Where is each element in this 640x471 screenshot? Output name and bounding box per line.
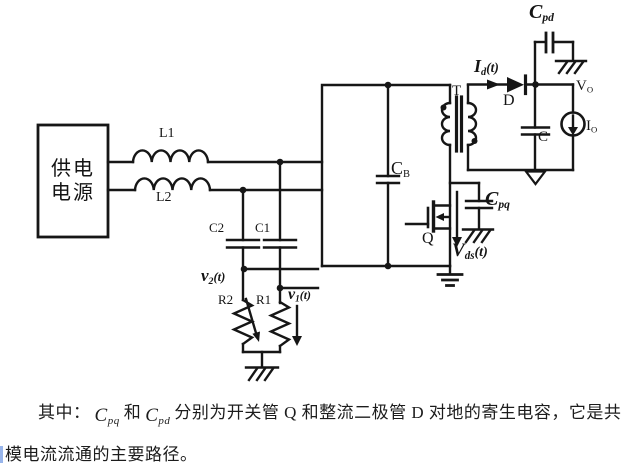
mosfet-q (404, 200, 452, 233)
label-c2: C2 (209, 220, 225, 235)
resistor-r1 (268, 300, 292, 354)
supply-box (36, 123, 110, 239)
diode-d (466, 74, 575, 96)
label-l2: L2 (156, 190, 172, 205)
capacitor-c-out (520, 83, 551, 172)
vds-arrow (452, 190, 462, 247)
label-q: Q (422, 230, 434, 247)
capacitor-cb (375, 83, 401, 268)
label-v1: ν1(t) (288, 286, 311, 305)
v2-arrow (244, 297, 260, 342)
capacitor-c2 (225, 188, 261, 302)
ground-cpd (554, 59, 588, 75)
ground-cpq (461, 228, 495, 244)
label-t: T (452, 83, 462, 99)
junction-dots (239, 81, 539, 292)
label-vds: Vds(t) (452, 240, 488, 263)
label-c-out: C (538, 129, 549, 145)
capacitor-c1 (262, 160, 298, 305)
ground-main (436, 264, 464, 287)
label-cpq: Cpq (485, 188, 510, 212)
dot-secondary-phase (471, 138, 478, 144)
scan-artifact (0, 446, 3, 463)
inductor-l1 (106, 149, 324, 164)
label-c1: C1 (255, 220, 271, 235)
label-r2: R2 (218, 292, 234, 307)
label-cpd: Cpd (529, 1, 554, 25)
supply-line2: 电源 (51, 182, 95, 204)
supply-line1: 供电 (51, 158, 95, 180)
dot-primary-phase (440, 104, 447, 111)
ground-output-triangle (523, 170, 548, 186)
label-v2: ν2(t) (201, 266, 226, 287)
label-cb: CB (391, 158, 410, 180)
capacitor-cpd (533, 31, 575, 86)
label-l1: L1 (159, 126, 175, 141)
caption-cpd: Cpd (145, 405, 171, 428)
label-io: IO (586, 118, 598, 135)
label-vo: VO (576, 78, 594, 95)
ground-divider (241, 350, 282, 382)
caption-line2: 模电流流通的主要路径。 (5, 445, 198, 464)
label-d: D (503, 92, 515, 109)
id-arrowhead (487, 79, 500, 90)
supply-box-label: 供电 电源 (38, 125, 108, 237)
caption-rest: 分别为开关管 Q 和整流二极管 D 对地的寄生电容，它是共 (174, 403, 622, 422)
inductor-l2 (106, 177, 324, 192)
label-r1: R1 (256, 292, 272, 307)
caption-intro: 其中： (38, 403, 91, 422)
resistor-r2 (231, 298, 255, 354)
v1-arrow (278, 286, 320, 346)
caption-cpq: Cpq (94, 405, 120, 428)
label-id: Id(t) (474, 56, 499, 78)
current-source-io (560, 83, 586, 172)
capacitor-cpq (448, 181, 494, 231)
caption-and: 和 (123, 403, 142, 422)
